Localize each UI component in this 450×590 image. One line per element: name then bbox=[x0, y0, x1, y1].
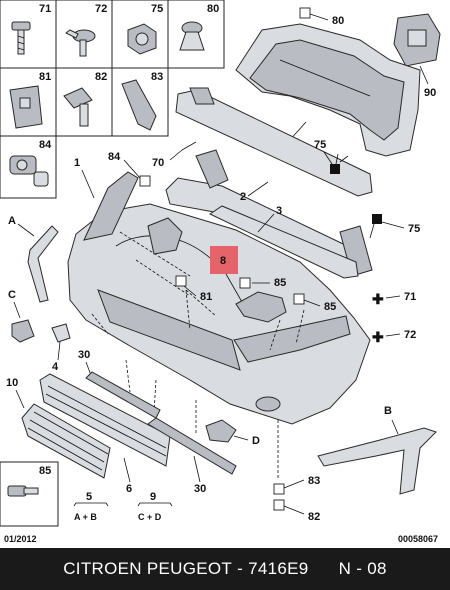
callout-D: D bbox=[252, 435, 260, 447]
upper-beam bbox=[175, 87, 373, 197]
grille-6 bbox=[39, 373, 171, 467]
callout-90: 90 bbox=[424, 87, 436, 99]
callout-2: 2 bbox=[240, 191, 246, 203]
callout-72-right: 72 bbox=[404, 329, 416, 341]
bracket-8-left bbox=[147, 217, 183, 255]
plus-72-icon: ✚ bbox=[372, 329, 384, 345]
callout-9: 9 bbox=[150, 491, 156, 503]
callout-3: 3 bbox=[276, 205, 282, 217]
footer-bar: CITROEN PEUGEOT - 7416E9 N - 08 bbox=[0, 548, 450, 590]
footer-part-number: 7416E9 bbox=[248, 559, 309, 578]
callout-71: 71 bbox=[39, 3, 51, 15]
clip-80-icon bbox=[179, 21, 205, 51]
side-trim-A bbox=[27, 225, 59, 303]
callout-85-right: 85 bbox=[324, 301, 336, 313]
callout-80: 80 bbox=[207, 3, 219, 15]
side-trim-B bbox=[317, 427, 437, 495]
clip-83-icon bbox=[121, 79, 157, 131]
callout-81: 81 bbox=[200, 291, 212, 303]
fastener-grid: 71 72 75 80 81 82 83 84 bbox=[0, 0, 225, 199]
parts-diagram: 71 72 75 80 81 82 83 84 bbox=[0, 0, 441, 544]
callout-75-upper: 75 bbox=[314, 139, 326, 151]
nut-75-icon bbox=[127, 23, 157, 55]
callout-5: 5 bbox=[86, 491, 92, 503]
fastener-85-box bbox=[0, 461, 59, 527]
plus-71-icon: ✚ bbox=[372, 291, 384, 307]
callout-75-right: 75 bbox=[408, 223, 420, 235]
callout-4: 4 bbox=[52, 361, 59, 373]
clip-C-icon bbox=[11, 319, 35, 343]
fog-lamp-bezel-D bbox=[205, 419, 237, 443]
screw-72-icon bbox=[65, 29, 96, 57]
bracket-81-icon bbox=[9, 85, 43, 129]
callout-75: 75 bbox=[151, 3, 163, 15]
highlight-8 bbox=[210, 246, 238, 274]
upper-frame-7 bbox=[235, 23, 421, 157]
pushpin-82-icon bbox=[63, 87, 93, 127]
footer-brand: CITROEN PEUGEOT bbox=[63, 559, 233, 578]
grille-10 bbox=[21, 403, 111, 479]
module-90-icon bbox=[393, 13, 441, 67]
callout-84: 84 bbox=[108, 151, 121, 163]
trim-strip-30-upper bbox=[85, 371, 161, 419]
callout-B: B bbox=[384, 405, 392, 417]
footer-separator: - bbox=[232, 559, 249, 578]
callout-8: 8 bbox=[220, 255, 226, 267]
callout-70: 70 bbox=[152, 157, 164, 169]
bumper-shell-1 bbox=[67, 171, 371, 425]
callout-85: 85 bbox=[274, 277, 286, 289]
callout-82: 82 bbox=[95, 71, 107, 83]
trim-strip-30-lower bbox=[147, 417, 237, 475]
lower-beam-3 bbox=[208, 205, 359, 279]
callout-82: 82 bbox=[308, 511, 320, 523]
callout-C: C bbox=[8, 289, 16, 301]
kit-5-contents: A + B bbox=[74, 512, 97, 522]
sensor-84-icon bbox=[9, 155, 49, 187]
callout-80-upper: 80 bbox=[332, 15, 344, 27]
callout-10: 10 bbox=[6, 377, 18, 389]
diagram-code: 00058067 bbox=[398, 534, 438, 544]
kit-9-contents: C + D bbox=[138, 512, 162, 522]
clip-4-icon bbox=[51, 323, 71, 343]
bracket-8-right bbox=[235, 291, 287, 323]
screw-71-icon bbox=[11, 21, 31, 55]
callout-71-right: 71 bbox=[404, 291, 416, 303]
callout-6: 6 bbox=[126, 483, 132, 495]
callout-81: 81 bbox=[39, 71, 51, 83]
callout-83: 83 bbox=[151, 71, 163, 83]
footer-section: N - 08 bbox=[338, 559, 387, 578]
callout-30-lower: 30 bbox=[194, 483, 206, 495]
callout-84: 84 bbox=[39, 139, 52, 151]
callout-30-upper: 30 bbox=[78, 349, 90, 361]
callout-72: 72 bbox=[95, 3, 107, 15]
callout-85-box: 85 bbox=[39, 465, 51, 477]
callout-83: 83 bbox=[308, 475, 320, 487]
callout-A: A bbox=[8, 215, 16, 227]
callout-1: 1 bbox=[74, 157, 80, 169]
footer-spacer bbox=[309, 559, 339, 579]
date-code: 01/2012 bbox=[4, 534, 37, 544]
